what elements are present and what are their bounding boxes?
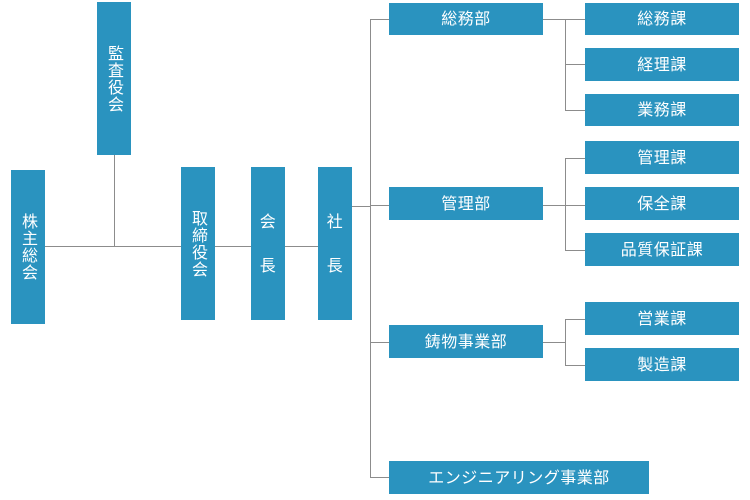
connector-gyomuka <box>565 110 585 111</box>
connector-dept-bus <box>370 19 371 477</box>
management-dept-label: 管理部 <box>441 193 491 213</box>
connector-kansa <box>114 155 115 247</box>
general-affairs-dept-box: 総務部 <box>389 3 543 35</box>
audit-board-label: 監査役会 <box>105 44 124 113</box>
quality-assurance-section-label: 品質保証課 <box>620 239 704 259</box>
manufacturing-section-label: 製造課 <box>637 354 687 374</box>
chairman-label-2: 長 <box>259 255 277 275</box>
connector-kanrika <box>565 158 585 159</box>
connector-chubutsu-bus <box>565 319 566 365</box>
audit-board-box: 監査役会 <box>97 2 131 155</box>
connector-seizoka <box>565 365 585 366</box>
management-section-box: 管理課 <box>585 141 739 174</box>
sales-section-box: 営業課 <box>585 302 739 335</box>
engineering-business-dept-label: エンジニアリング事業部 <box>428 467 610 487</box>
connector-engineering <box>370 477 389 478</box>
president-label-2: 長 <box>326 255 344 275</box>
maintenance-section-label: 保全課 <box>637 193 687 213</box>
sales-section-label: 営業課 <box>637 308 687 328</box>
connector-somubu <box>370 19 389 20</box>
president-box: 社 長 <box>318 167 352 320</box>
connector-chubutsu <box>370 342 389 343</box>
accounting-section-box: 経理課 <box>585 48 739 81</box>
connector-keirika <box>565 64 585 65</box>
manufacturing-section-box: 製造課 <box>585 348 739 381</box>
connector-chubutsu-out <box>543 342 565 343</box>
connector-hinshitsu <box>565 250 585 251</box>
casting-business-dept-box: 鋳物事業部 <box>389 325 543 358</box>
connector-somubu-out <box>543 19 585 20</box>
casting-business-dept-label: 鋳物事業部 <box>424 331 508 351</box>
maintenance-section-box: 保全課 <box>585 187 739 220</box>
general-affairs-section-label: 総務課 <box>637 9 687 28</box>
quality-assurance-section-box: 品質保証課 <box>585 233 739 266</box>
shareholders-meeting-box: 株主総会 <box>11 170 45 324</box>
president-label-1: 社 <box>326 211 344 231</box>
connector-eigyoka <box>565 319 585 320</box>
connector-kanribu-bus <box>565 158 566 250</box>
operations-section-box: 業務課 <box>585 94 739 126</box>
chairman-label-1: 会 <box>259 211 277 231</box>
board-of-directors-label: 取締役会 <box>189 209 208 278</box>
accounting-section-label: 経理課 <box>637 54 687 74</box>
chairman-box: 会 長 <box>251 167 285 320</box>
general-affairs-dept-label: 総務部 <box>441 9 491 28</box>
connector-shacho-out <box>352 206 370 207</box>
operations-section-label: 業務課 <box>637 100 687 119</box>
management-section-label: 管理課 <box>637 147 687 167</box>
management-dept-box: 管理部 <box>389 187 543 220</box>
shareholders-meeting-label: 株主総会 <box>19 213 38 281</box>
board-of-directors-box: 取締役会 <box>181 167 215 320</box>
connector-kanribu <box>370 205 389 206</box>
engineering-business-dept-box: エンジニアリング事業部 <box>389 461 649 494</box>
general-affairs-section-box: 総務課 <box>585 3 739 35</box>
connector-kanribu-out <box>543 205 585 206</box>
